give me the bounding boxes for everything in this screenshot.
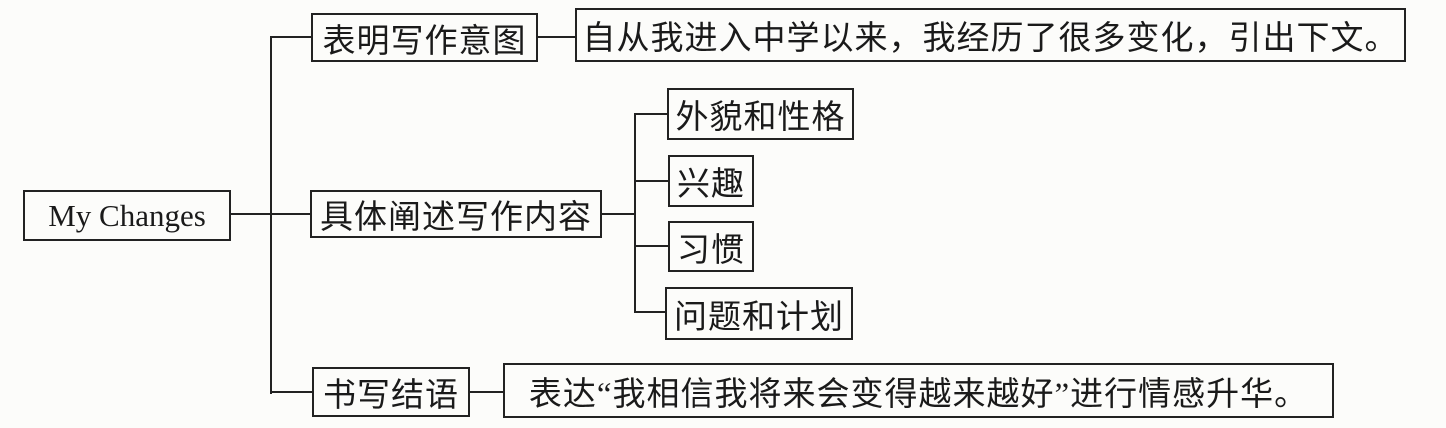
branch3-detail-text: 表达“我相信我将来会变得越来越好”进行情感升华。	[528, 376, 1309, 413]
branch1-node-writing-intent: 表明写作意图	[311, 13, 538, 62]
child-node-problems-plans: 问题和计划	[665, 287, 853, 340]
connector-spine-to-branch3	[272, 391, 312, 393]
connector-spine-to-branch1	[272, 36, 311, 38]
connector-sub-spine	[634, 113, 636, 313]
child4-label: 问题和计划	[674, 299, 844, 336]
connector-branch2-to-subspine	[602, 213, 636, 215]
child3-label: 习惯	[677, 232, 745, 269]
root-node-my-changes: My Changes	[23, 190, 231, 241]
child-node-appearance-personality: 外貌和性格	[667, 88, 854, 140]
child-node-interests: 兴趣	[668, 155, 754, 207]
branch1-detail-node: 自从我进入中学以来，我经历了很多变化，引出下文。	[575, 8, 1406, 62]
connector-branch3-to-detail	[470, 391, 503, 393]
connector-subspine-to-child2	[636, 180, 668, 182]
branch1-detail-text: 自从我进入中学以来，我经历了很多变化，引出下文。	[582, 21, 1399, 57]
child1-label: 外貌和性格	[675, 100, 846, 136]
branch3-detail-node: 表达“我相信我将来会变得越来越好”进行情感升华。	[503, 363, 1334, 418]
branch3-label: 书写结语	[323, 378, 459, 414]
connector-subspine-to-child3	[636, 245, 668, 247]
branch2-label: 具体阐述写作内容	[320, 200, 592, 236]
connector-subspine-to-child1	[636, 113, 667, 115]
child-node-habits: 习惯	[668, 221, 754, 272]
connector-subspine-to-child4	[636, 311, 665, 313]
child2-label: 兴趣	[677, 167, 745, 203]
root-node-label: My Changes	[48, 197, 206, 233]
connector-branch1-to-detail	[538, 36, 575, 38]
branch1-label: 表明写作意图	[322, 23, 527, 60]
branch2-node-writing-content: 具体阐述写作内容	[310, 190, 602, 238]
branch3-node-conclusion: 书写结语	[312, 367, 470, 417]
connector-main-spine	[270, 36, 272, 394]
